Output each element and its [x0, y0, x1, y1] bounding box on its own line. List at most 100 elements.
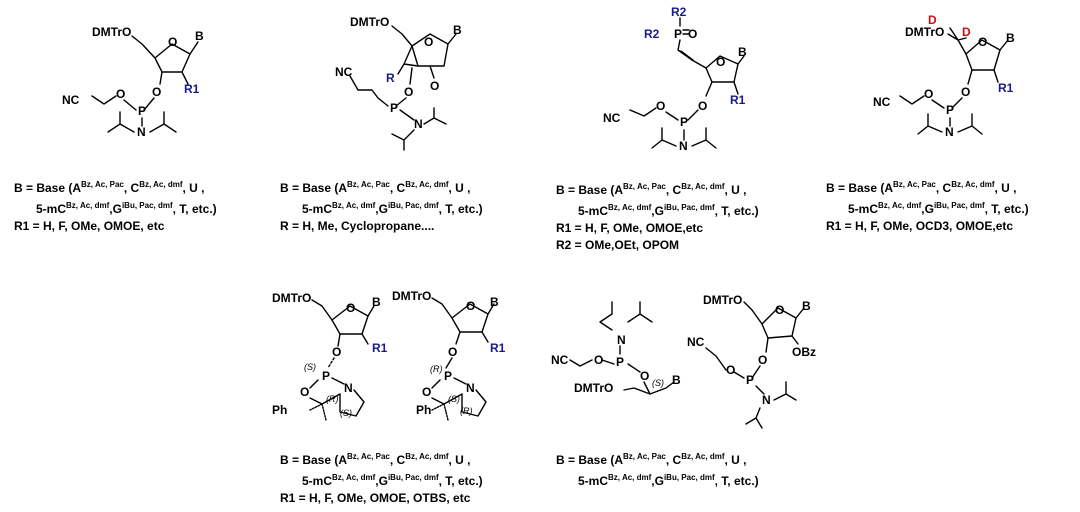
oxl-p-label: P: [322, 369, 330, 383]
c3-p-label: P: [680, 115, 688, 129]
caption-3-line-1: B = Base (ABz, Ac, Pac, CBz, Ac, dmf, U …: [556, 182, 747, 197]
caption-2-line-1: B = Base (ABz, Ac, Pac, CBz, Ac, dmf, U …: [280, 180, 471, 195]
oxaza-right-structure: DMTrO O B R1 O (R) P O N (S) (R) Ph: [392, 289, 506, 421]
acy-base-label: B: [672, 373, 681, 387]
acyclic-structure: N P O NC O B (S) DMTrO: [551, 301, 681, 395]
c1-oce-label: O: [116, 87, 125, 101]
oxr-base-label: B: [490, 295, 499, 309]
oxr-n-label: N: [466, 381, 475, 395]
oxl-ring-o: O: [346, 301, 355, 315]
caption-acyclic-bz: B = Base (ABz, Ac, Pac, CBz, Ac, dmf, U …: [556, 448, 759, 490]
c3-nc-label: NC: [603, 111, 621, 125]
caption-3-line-3: R1 = H, F, OMe, OMOE,etc: [556, 221, 704, 235]
caption-2-line-3: R = H, Me, Cyclopropane....: [280, 219, 435, 233]
c2-dmtro-label: DMTrO: [350, 15, 389, 29]
c1-p-label: P: [138, 104, 146, 118]
c4-nc-label: NC: [873, 95, 891, 109]
caption-5-line-3: R1 = H, F, OMe, OMOE, OTBS, etc: [280, 491, 471, 505]
c2-p-label: P: [390, 101, 398, 115]
c3-p-vinyl: P: [674, 27, 682, 41]
oxr-r1-label: R1: [490, 341, 506, 355]
oxl-rc-label: (R): [326, 394, 339, 404]
c2-n-label: N: [414, 117, 423, 131]
c4-oce-label: O: [924, 87, 933, 101]
caption-oxazaphospholidines: B = Base (ABz, Ac, Pac, CBz, Ac, dmf, U …: [280, 448, 483, 507]
c3-n-label: N: [679, 139, 688, 153]
caption-5-line-2: 5-mCBz, Ac, dmf,GiBu, Pac, dmf, T, etc.): [302, 473, 483, 488]
oxr-rp-label: (R): [430, 364, 443, 374]
oxl-n-label: N: [344, 381, 353, 395]
c3-base-label: B: [738, 45, 747, 59]
oxaza-left-structure: DMTrO O B R1 O (S) P O N (R) (S) Ph: [272, 291, 388, 421]
c4-r1-label: R1: [998, 81, 1014, 95]
bz-structure: DMTrO O B OBz O P O NC N: [687, 293, 816, 429]
caption-compound-3: B = Base (ABz, Ac, Pac, CBz, Ac, dmf, U …: [556, 178, 759, 254]
oxr-sc-label: (S): [448, 394, 460, 404]
compound-1-structure: DMTrO O B R1 O P O NC N: [62, 25, 204, 139]
bz-o3-label: O: [758, 353, 767, 367]
c1-base-label: B: [195, 29, 204, 43]
c1-dmtro-label: DMTrO: [92, 25, 131, 39]
c1-r1-label: R1: [184, 82, 200, 96]
caption-5-line-1: B = Base (ABz, Ac, Pac, CBz, Ac, dmf, U …: [280, 452, 471, 467]
acy-o1-label: O: [594, 353, 603, 367]
caption-3-line-4: R2 = OMe,OEt, OPOM: [556, 238, 680, 252]
oxr-rc-label: (R): [460, 406, 473, 416]
c4-p-label: P: [946, 103, 954, 117]
oxr-dmtro-label: DMTrO: [392, 289, 431, 303]
caption-1-line-1: B = Base (ABz, Ac, Pac, CBz, Ac, dmf, U …: [14, 180, 205, 195]
caption-6-line-2: 5-mCBz, Ac, dmf,GiBu, Pac, dmf, T, etc.): [578, 473, 759, 488]
c4-o3-label: O: [961, 85, 970, 99]
c2-nc-label: NC: [335, 65, 353, 79]
oxl-sc-label: (S): [340, 408, 352, 418]
caption-6-line-1: B = Base (ABz, Ac, Pac, CBz, Ac, dmf, U …: [556, 452, 747, 467]
c2-o3-label: O: [404, 85, 413, 99]
c4-ring-o: O: [978, 35, 987, 49]
c3-oce-label: O: [656, 99, 665, 113]
oxl-o-ring: O: [300, 385, 309, 399]
oxl-o3-label: O: [332, 345, 341, 359]
acy-p-label: P: [616, 355, 624, 369]
c2-ring-o: O: [424, 35, 433, 49]
c3-ring-o: O: [716, 55, 725, 69]
caption-1-line-3: R1 = H, F, OMe, OMOE, etc: [14, 219, 165, 233]
compound-4-structure: DMTrO D D O B R1 O P O NC N: [873, 13, 1015, 139]
acy-nc-label: NC: [551, 353, 569, 367]
bz-dmtro-label: DMTrO: [703, 293, 742, 307]
oxl-ph-label: Ph: [272, 403, 287, 417]
bz-oce-label: O: [726, 363, 735, 377]
caption-3-line-2: 5-mCBz, Ac, dmf,GiBu, Pac, dmf, T, etc.): [578, 203, 759, 218]
c3-r2-top: R2: [671, 5, 687, 19]
bz-obz-label: OBz: [792, 345, 816, 359]
caption-4-line-1: B = Base (ABz, Ac, Pac, CBz, Ac, dmf, U …: [826, 180, 1017, 195]
caption-2-line-2: 5-mCBz, Ac, dmf,GiBu, Pac, dmf, T, etc.): [302, 201, 483, 216]
c1-n-label: N: [137, 125, 146, 139]
c3-o3-label: O: [698, 99, 707, 113]
bz-p-label: P: [746, 373, 754, 387]
c3-r2-left: R2: [644, 27, 660, 41]
c4-d1-label: D: [928, 13, 937, 27]
compound-2-structure: DMTrO O B R O O P NC N: [335, 15, 462, 151]
c4-dmtro-label: DMTrO: [905, 25, 944, 39]
c4-d2-label: D: [962, 25, 971, 39]
oxl-sp-label: (S): [304, 362, 316, 372]
acy-dmtro-label: DMTrO: [574, 381, 613, 395]
c3-r1-label: R1: [730, 93, 746, 107]
c4-base-label: B: [1006, 31, 1015, 45]
c2-r-label: R: [386, 71, 395, 85]
c3-po-label: O: [688, 27, 697, 41]
acy-s-label: (S): [652, 378, 664, 388]
caption-compound-4: B = Base (ABz, Ac, Pac, CBz, Ac, dmf, U …: [826, 176, 1029, 235]
oxr-ph-label: Ph: [416, 403, 431, 417]
oxr-p-label: P: [444, 369, 452, 383]
c1-o3-label: O: [152, 85, 161, 99]
caption-compound-2: B = Base (ABz, Ac, Pac, CBz, Ac, dmf, U …: [280, 176, 483, 235]
c1-nc-label: NC: [62, 93, 80, 107]
caption-4-line-2: 5-mCBz, Ac, dmf,GiBu, Pac, dmf, T, etc.): [848, 201, 1029, 216]
oxl-dmtro-label: DMTrO: [272, 291, 311, 305]
bz-ring-o: O: [775, 303, 784, 317]
c1-ring-o: O: [168, 35, 177, 49]
acy-o2-label: O: [640, 369, 649, 383]
